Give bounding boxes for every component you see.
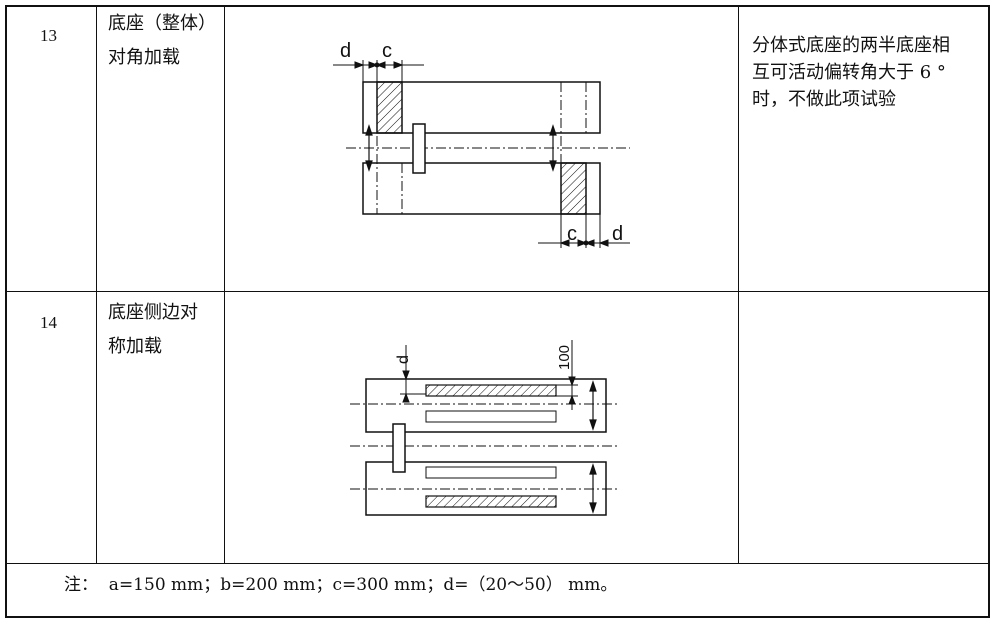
column-divider bbox=[738, 5, 739, 563]
row-number: 14 bbox=[40, 313, 57, 332]
table-frame bbox=[5, 5, 990, 618]
row-divider bbox=[5, 563, 990, 564]
row-name-line1: 底座（整体） bbox=[108, 13, 216, 34]
remark-line: 分体式底座的两半底座相 bbox=[752, 35, 950, 56]
remark-line: 互可活动偏转角大于 6 ° bbox=[752, 62, 946, 83]
footnote: 注： a=150 mm；b=200 mm；c=300 mm；d=（20～50） … bbox=[64, 575, 618, 595]
column-divider bbox=[96, 5, 97, 563]
row-name-line2: 对角加载 bbox=[108, 47, 180, 68]
row-number: 13 bbox=[40, 26, 57, 45]
row-name-line1: 底座侧边对 bbox=[108, 302, 198, 323]
remark-line: 时，不做此项试验 bbox=[752, 89, 896, 110]
column-divider bbox=[224, 5, 225, 563]
row-name-line2: 称加载 bbox=[108, 336, 162, 357]
row-divider bbox=[5, 291, 990, 292]
